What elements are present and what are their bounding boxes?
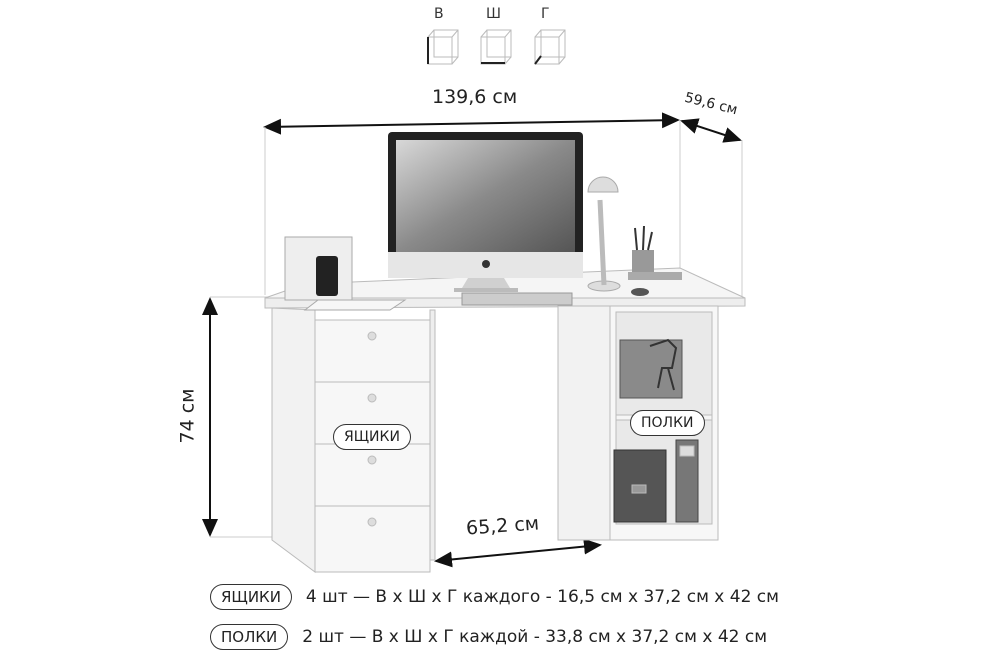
width-dimension-line xyxy=(263,112,681,295)
desk-lamp xyxy=(587,176,621,292)
height-cube-icon xyxy=(427,29,459,65)
axis-label-depth: Г xyxy=(541,6,550,22)
width-label: 139,6 см xyxy=(432,86,518,108)
axis-label-height: В xyxy=(434,6,444,22)
legend-tag-shelves: ПОЛКИ xyxy=(210,624,289,650)
desk xyxy=(264,267,746,573)
legend-tag-drawers: ЯЩИКИ xyxy=(210,584,292,610)
monitor xyxy=(388,132,583,292)
legend-row-shelves: ПОЛКИ 2 шт — В х Ш х Г каждой - 33,8 см … xyxy=(210,624,767,650)
legend-row-drawers: ЯЩИКИ 4 шт — В х Ш х Г каждого - 16,5 см… xyxy=(210,584,779,610)
shelves-callout: ПОЛКИ xyxy=(630,410,705,436)
document-organizer xyxy=(284,236,407,311)
pencil-holder xyxy=(628,225,682,280)
height-label: 74 см xyxy=(176,388,199,444)
keyboard xyxy=(461,292,573,306)
gap-dimension-line xyxy=(434,538,602,568)
axis-label-width: Ш xyxy=(486,6,501,22)
mouse xyxy=(631,288,649,296)
depth-cube-icon xyxy=(534,29,566,65)
drawers xyxy=(314,309,436,573)
height-dimension-line xyxy=(202,296,272,538)
legend-text-shelves: 2 шт — В х Ш х Г каждой - 33,8 см х 37,2… xyxy=(302,627,768,647)
legend-text-drawers: 4 шт — В х Ш х Г каждого - 16,5 см х 37,… xyxy=(305,587,779,607)
width-cube-icon xyxy=(480,29,512,65)
depth-dimension-line xyxy=(680,118,743,298)
drawers-callout: ЯЩИКИ xyxy=(333,424,411,450)
